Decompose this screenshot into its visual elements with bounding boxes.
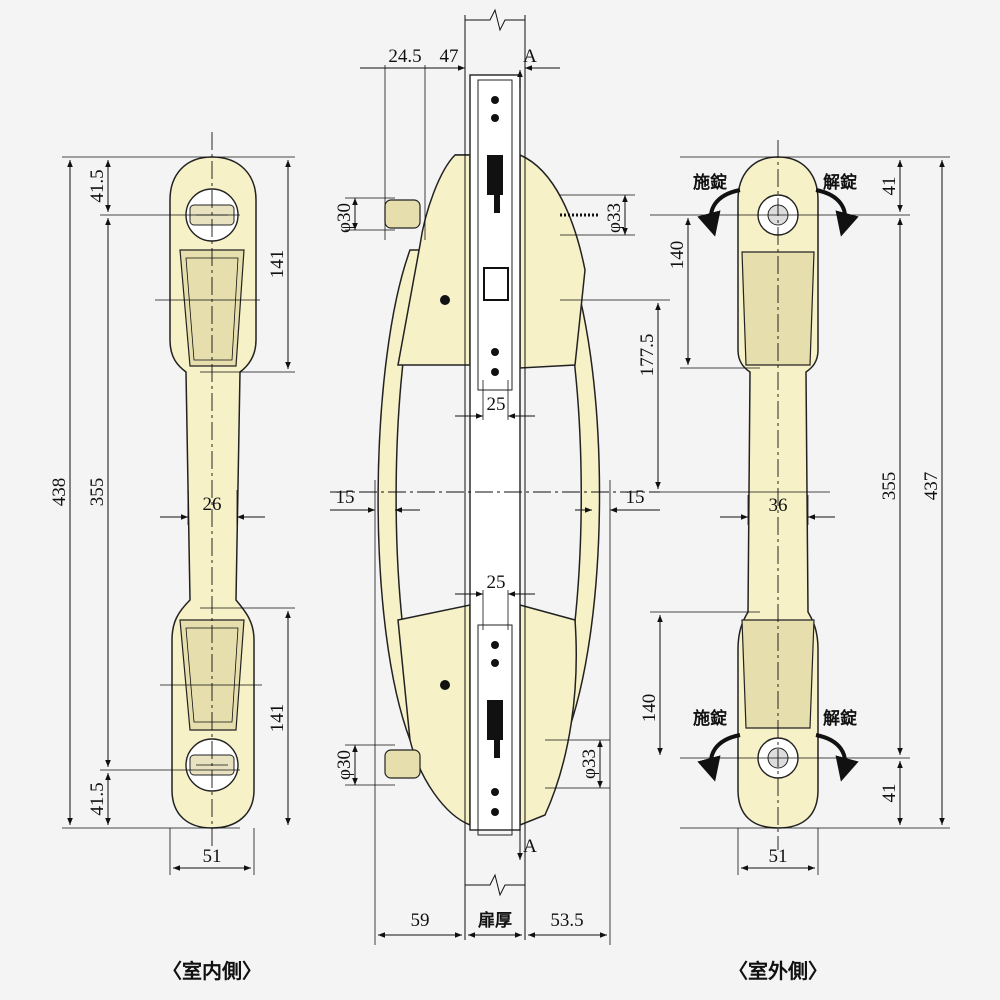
side-knob-top bbox=[384, 199, 421, 229]
outdoor-dim-base-width: 51 bbox=[769, 846, 788, 867]
side-dim-d2: 47 bbox=[440, 46, 459, 67]
side-dim-dia-right-top: φ33 bbox=[604, 203, 625, 233]
side-dim-d1: 24.5 bbox=[388, 46, 421, 67]
section-label-top: A bbox=[523, 46, 537, 67]
unlock-arrow-top-icon bbox=[815, 188, 859, 237]
side-knob-bottom bbox=[384, 749, 421, 779]
indoor-lower-recess bbox=[179, 619, 245, 731]
side-dim-dia-left-top: φ30 bbox=[334, 203, 355, 233]
side-dim-door-thickness: 扉厚 bbox=[478, 910, 512, 931]
side-dim-dia-right-bottom: φ33 bbox=[579, 749, 600, 779]
side-dim-dia-left-bottom: φ30 bbox=[334, 750, 355, 780]
side-view: 24.5 47 A A φ30 φ33 177.5 25 15 15 bbox=[330, 8, 670, 945]
outdoor-dim-overall: 437 bbox=[921, 472, 942, 501]
side-dim-left-gap: 15 bbox=[336, 487, 355, 508]
indoor-dim-lower-span: 141 bbox=[267, 704, 288, 733]
lock-arrow-top-icon bbox=[697, 188, 741, 237]
outdoor-dim-top-offset: 41 bbox=[879, 177, 900, 196]
indoor-dim-center-span: 355 bbox=[87, 478, 108, 507]
indoor-caption: 〈室内側〉 bbox=[162, 959, 262, 983]
lock-label-top: 施錠 bbox=[693, 172, 727, 193]
side-dim-right-proj: 53.5 bbox=[550, 910, 583, 931]
side-dim-spacing: 177.5 bbox=[637, 334, 658, 377]
outdoor-dim-center-span: 355 bbox=[879, 472, 900, 501]
outdoor-dim-upper-span: 140 bbox=[667, 241, 688, 270]
lock-label-bottom: 施錠 bbox=[693, 708, 727, 729]
indoor-view: 438 41.5 355 41.5 141 141 26 51 〈室内側〉 bbox=[49, 132, 295, 983]
indoor-dim-upper-span: 141 bbox=[267, 250, 288, 279]
side-lower-base bbox=[397, 604, 471, 827]
outdoor-dim-grip-width: 36 bbox=[769, 495, 788, 516]
indoor-dim-top-offset: 41.5 bbox=[87, 169, 108, 202]
side-dim-left-proj: 59 bbox=[411, 910, 430, 931]
side-dim-block-width-bottom: 25 bbox=[487, 572, 506, 593]
unlock-label-bottom: 解錠 bbox=[823, 708, 857, 729]
unlock-arrow-bottom-icon bbox=[815, 733, 859, 782]
side-dim-right-gap: 15 bbox=[626, 487, 645, 508]
outdoor-caption: 〈室外側〉 bbox=[728, 959, 828, 983]
outdoor-dim-lower-span: 140 bbox=[639, 694, 660, 723]
side-dim-block-width-top: 25 bbox=[487, 394, 506, 415]
indoor-dim-bottom-offset: 41.5 bbox=[87, 782, 108, 815]
unlock-label-top: 解錠 bbox=[823, 172, 857, 193]
indoor-dim-grip-width: 26 bbox=[203, 494, 222, 515]
outdoor-dim-bottom-offset: 41 bbox=[879, 784, 900, 803]
outdoor-view: 施錠 解錠 施錠 解錠 140 140 41 355 41 437 bbox=[639, 140, 950, 983]
indoor-dim-base-width: 51 bbox=[203, 846, 222, 867]
lock-arrow-bottom-icon bbox=[697, 733, 741, 782]
indoor-dim-overall: 438 bbox=[49, 478, 70, 507]
section-label-bottom: A bbox=[523, 836, 537, 857]
